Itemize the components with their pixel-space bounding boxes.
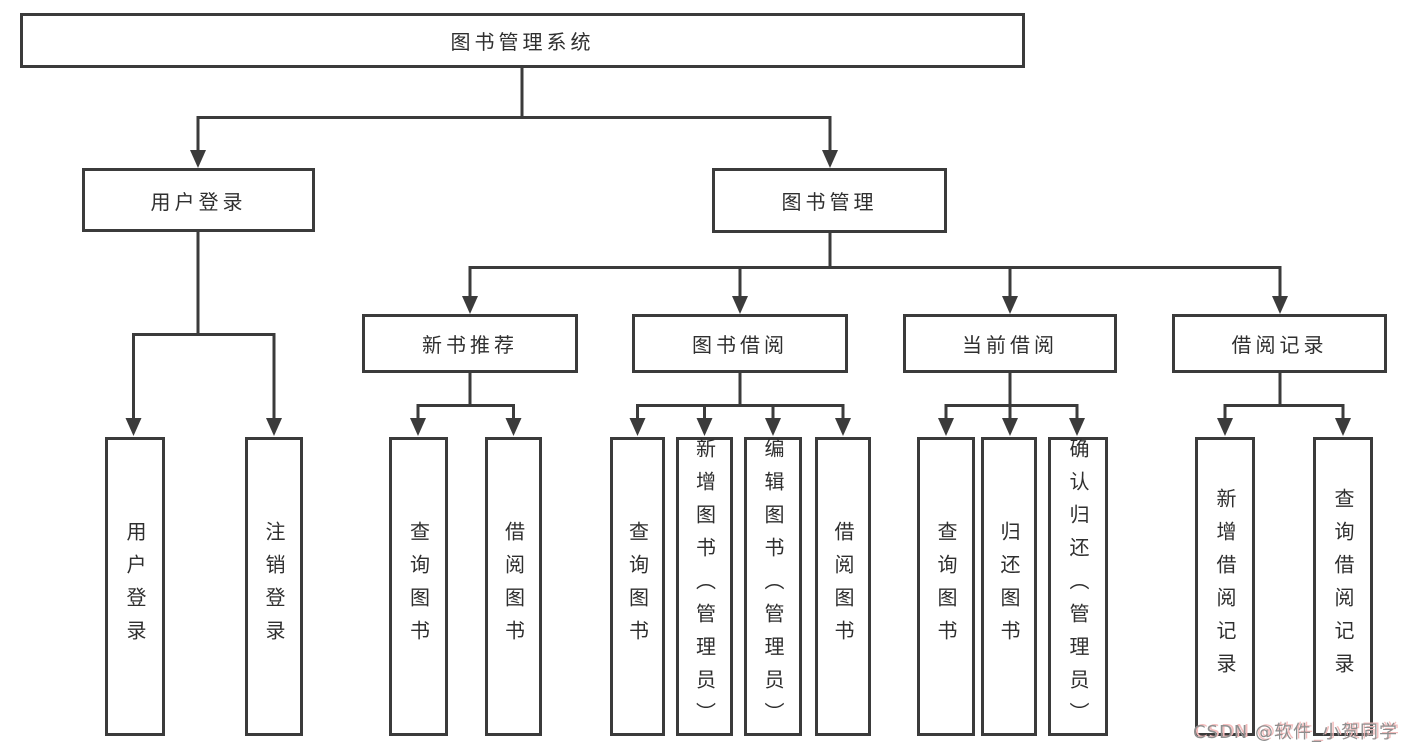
node-label: 图书管理系统 bbox=[450, 30, 595, 54]
node-label: 查询借阅记录 bbox=[1331, 487, 1355, 686]
node-label: 查询图书 bbox=[625, 520, 650, 653]
node-label: 借阅图书 bbox=[831, 520, 855, 653]
node-label: 用户登录 bbox=[123, 520, 147, 653]
node-label: 当前借阅 bbox=[962, 333, 1058, 357]
node-label: 编辑图书（管理员） bbox=[761, 438, 785, 735]
diagram-leaf-borrow-query-books: 查询图书 bbox=[610, 437, 665, 736]
diagram-leaf-recommend-borrow-books: 借阅图书 bbox=[485, 437, 542, 736]
diagram-leaf-edit-books-admin: 编辑图书（管理员） bbox=[744, 437, 802, 736]
diagram-node-book-management: 图书管理 bbox=[712, 168, 947, 233]
diagram-leaf-borrow-books: 借阅图书 bbox=[815, 437, 871, 736]
diagram-leaf-return-books: 归还图书 bbox=[981, 437, 1037, 736]
node-label: 注销登录 bbox=[262, 520, 286, 653]
csdn-watermark: CSDN @软件_小贺同学 bbox=[1192, 722, 1398, 743]
diagram-leaf-recommend-query-books: 查询图书 bbox=[389, 437, 448, 736]
diagram-leaf-current-query-books: 查询图书 bbox=[917, 437, 975, 736]
node-label: 图书借阅 bbox=[692, 333, 788, 357]
diagram-node-book-borrow: 图书借阅 bbox=[632, 314, 848, 373]
diagram-leaf-add-books-admin: 新增图书（管理员） bbox=[676, 437, 733, 736]
node-label: 图书管理 bbox=[781, 190, 878, 214]
node-label: 归还图书 bbox=[997, 520, 1021, 653]
diagram-leaf-logout: 注销登录 bbox=[245, 437, 303, 736]
diagram-node-root: 图书管理系统 bbox=[20, 13, 1025, 68]
diagram-node-borrow-records: 借阅记录 bbox=[1172, 314, 1387, 373]
node-label: 查询图书 bbox=[934, 520, 958, 653]
node-label: 新书推荐 bbox=[422, 333, 518, 357]
diagram-leaf-user-login: 用户登录 bbox=[105, 437, 165, 736]
node-label: 查询图书 bbox=[406, 520, 431, 653]
diagram-leaf-add-borrow-record: 新增借阅记录 bbox=[1195, 437, 1255, 736]
diagram-node-new-book-recommend: 新书推荐 bbox=[362, 314, 578, 373]
node-label: 借阅图书 bbox=[501, 520, 526, 653]
diagram-node-user-login: 用户登录 bbox=[82, 168, 315, 232]
node-label: 用户登录 bbox=[150, 189, 247, 214]
diagram-leaf-confirm-return-admin: 确认归还（管理员） bbox=[1048, 437, 1108, 736]
node-label: 借阅记录 bbox=[1231, 333, 1328, 357]
node-label: 新增借阅记录 bbox=[1213, 487, 1237, 686]
node-label: 新增图书（管理员） bbox=[692, 438, 717, 735]
diagram-node-current-borrow: 当前借阅 bbox=[903, 314, 1117, 373]
node-label: 确认归还（管理员） bbox=[1066, 438, 1090, 735]
diagram-leaf-query-borrow-record: 查询借阅记录 bbox=[1313, 437, 1373, 736]
